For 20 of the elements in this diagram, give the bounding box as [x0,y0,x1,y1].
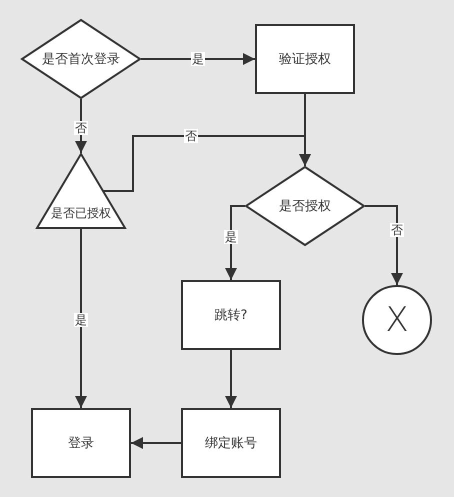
edge-label: 是 [191,52,205,66]
arrow [75,229,87,408]
edge-label: 是 [74,313,88,327]
end-circle: X [362,285,432,355]
edge-label: 否 [184,129,198,143]
arrow [365,205,403,285]
decision-diamond: 是否授权 [245,166,365,246]
decision-diamond: 是否首次登录 [21,19,141,99]
process-box: 验证授权 [255,24,355,94]
arrow [225,350,237,408]
process-box: 绑定账号 [181,408,281,478]
arrow [141,53,255,65]
arrow [104,135,311,192]
arrow [131,437,181,449]
decision-triangle: 是否已授权 [36,153,126,229]
edge-label: 否 [74,121,88,135]
edge-label: 是 [224,230,238,244]
process-box: 跳转? [181,280,281,350]
process-box: 登录 [31,408,131,478]
edge-label: 否 [390,223,404,237]
